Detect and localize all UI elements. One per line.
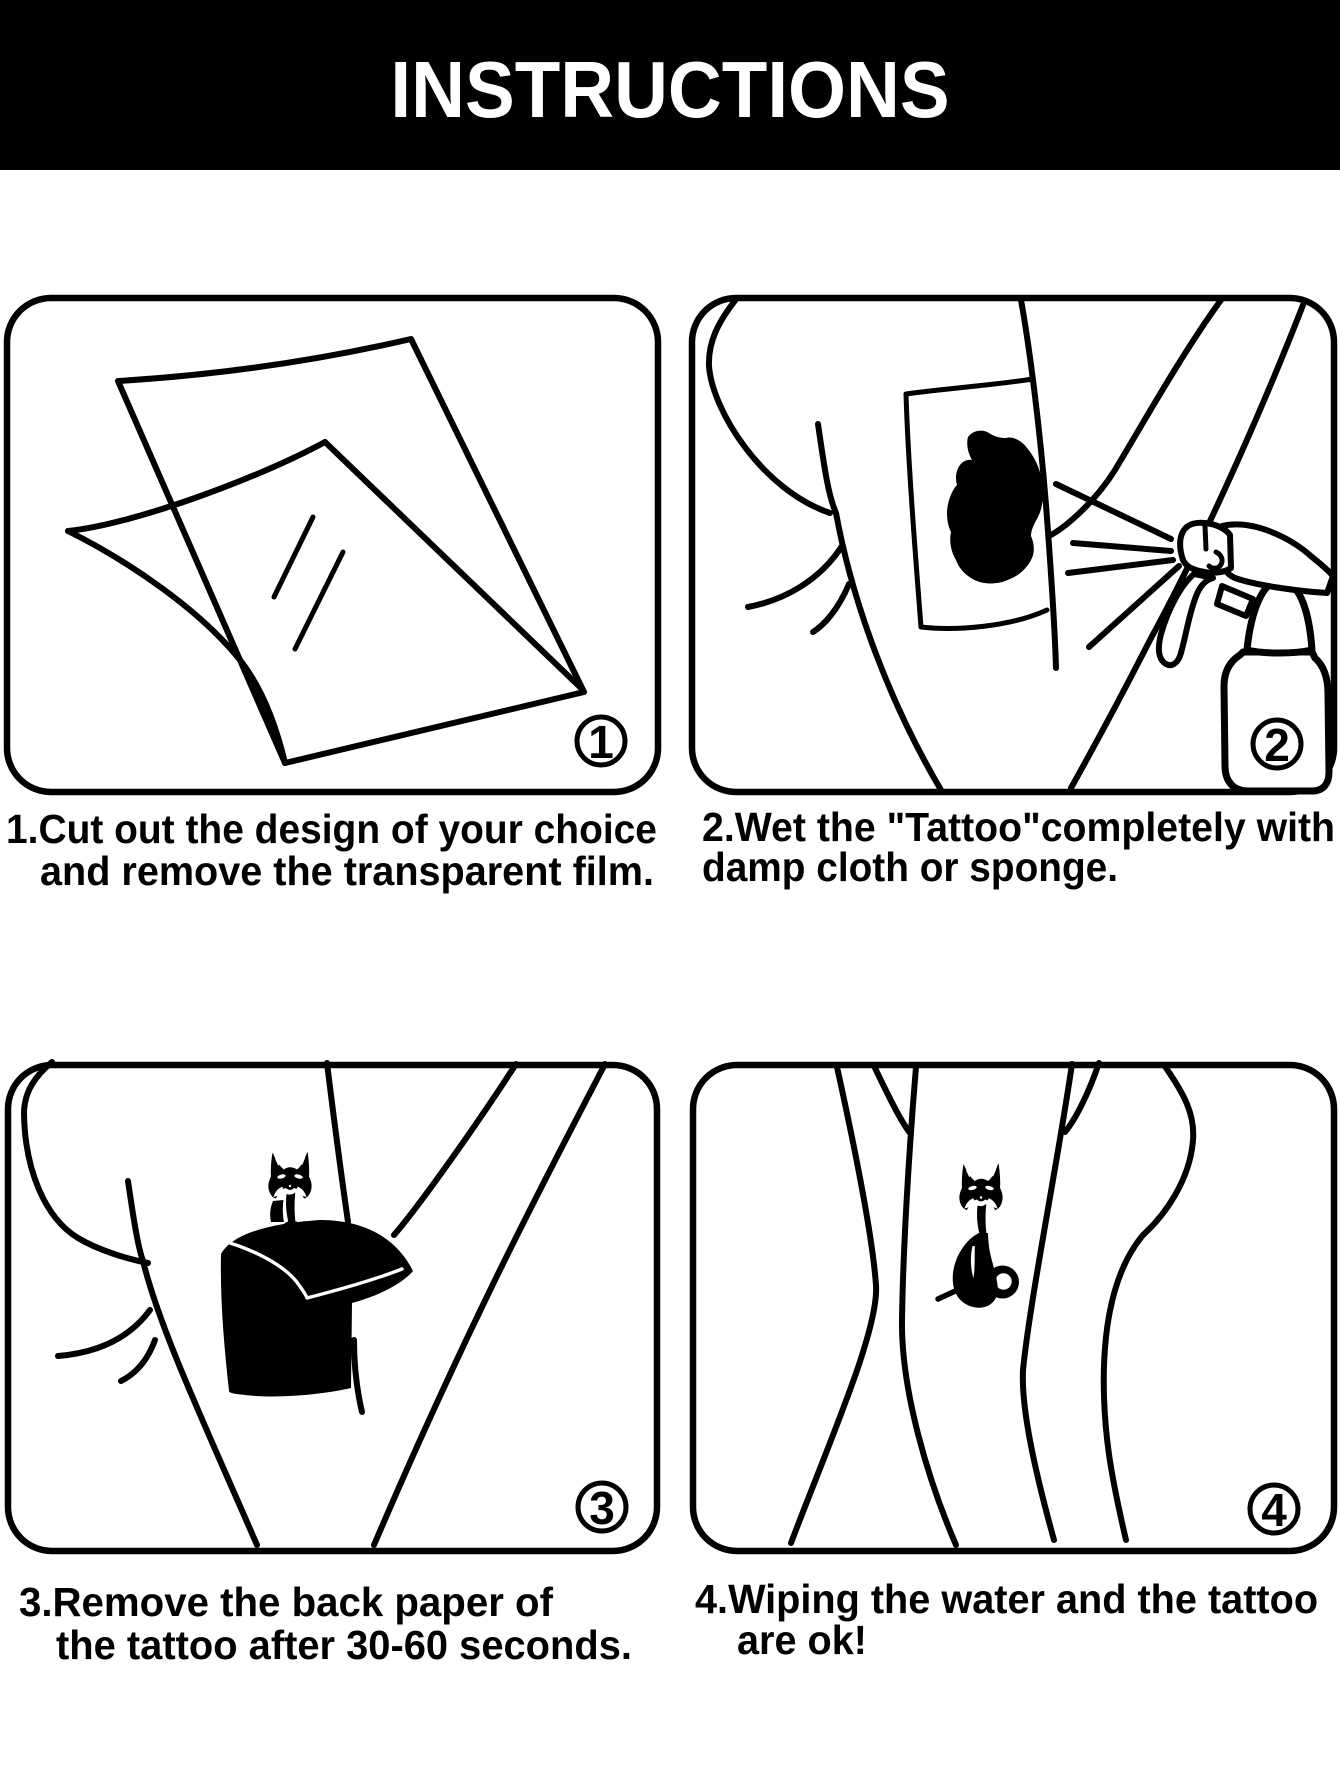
svg-text:2: 2 [1264,719,1290,771]
svg-text:4: 4 [1261,1484,1287,1536]
svg-text:3: 3 [589,1482,615,1534]
svg-text:1: 1 [588,716,614,768]
